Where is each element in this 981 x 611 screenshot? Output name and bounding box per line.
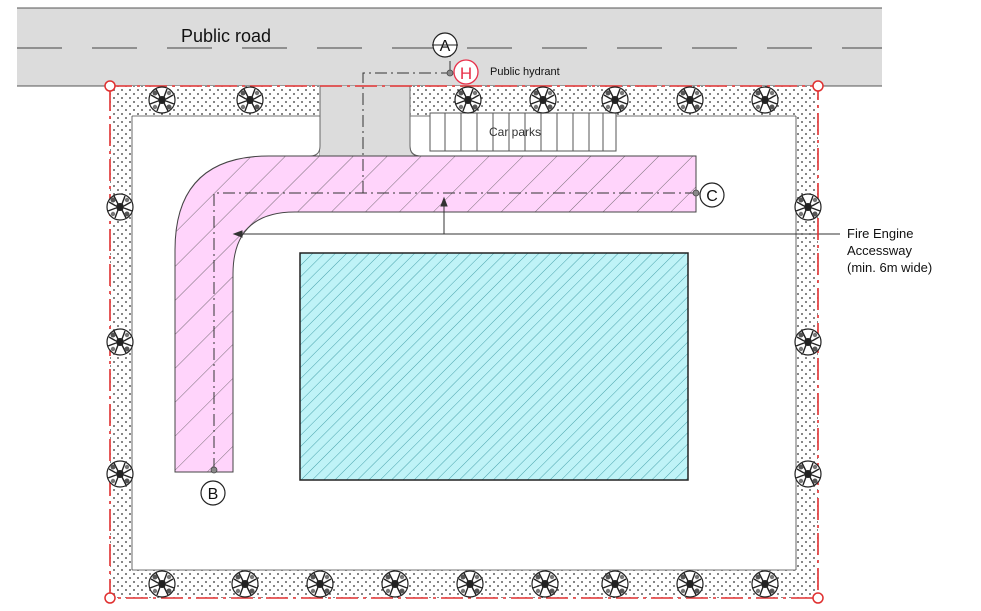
- hydrant-icon: H: [453, 59, 479, 85]
- tree-icon: [794, 193, 822, 221]
- marker-c-label: C: [706, 188, 718, 205]
- tree-icon: [676, 86, 704, 114]
- car-parks-label: Car parks: [489, 125, 541, 139]
- tree-icon: [751, 570, 779, 598]
- marker-a-label: A: [440, 38, 451, 55]
- fire-accessway-label-line1: Fire Engine: [847, 226, 913, 241]
- road-label: Public road: [181, 26, 271, 46]
- tree-icon: [106, 328, 134, 356]
- hydrant-marker-label: H: [460, 64, 472, 83]
- fire-accessway: [174, 155, 697, 473]
- tree-icon: [148, 86, 176, 114]
- building: [299, 252, 689, 481]
- tree-icon: [601, 86, 629, 114]
- tree-icon: [794, 460, 822, 488]
- tree-icon: [106, 193, 134, 221]
- accessway-leader: [232, 196, 840, 238]
- tree-icon: [601, 570, 629, 598]
- tree-icon: [106, 460, 134, 488]
- tree-icon: [529, 86, 557, 114]
- tree-icon: [676, 570, 704, 598]
- marker-c: C: [699, 182, 725, 208]
- tree-icon: [794, 328, 822, 356]
- tree-icon: [236, 86, 264, 114]
- tree-icon: [454, 86, 482, 114]
- fire-accessway-label-line3: (min. 6m wide): [847, 260, 932, 275]
- marker-b-label: B: [208, 486, 219, 503]
- tree-icon: [531, 570, 559, 598]
- fire-accessway-label-line2: Accessway: [847, 243, 913, 258]
- tree-icon: [456, 570, 484, 598]
- tree-icon: [381, 570, 409, 598]
- tree-icon: [148, 570, 176, 598]
- hydrant-label: Public hydrant: [490, 66, 560, 78]
- tree-icon: [751, 86, 779, 114]
- tree-icon: [231, 570, 259, 598]
- tree-icon: [306, 570, 334, 598]
- marker-b: B: [200, 480, 226, 506]
- car-parks: [429, 112, 617, 152]
